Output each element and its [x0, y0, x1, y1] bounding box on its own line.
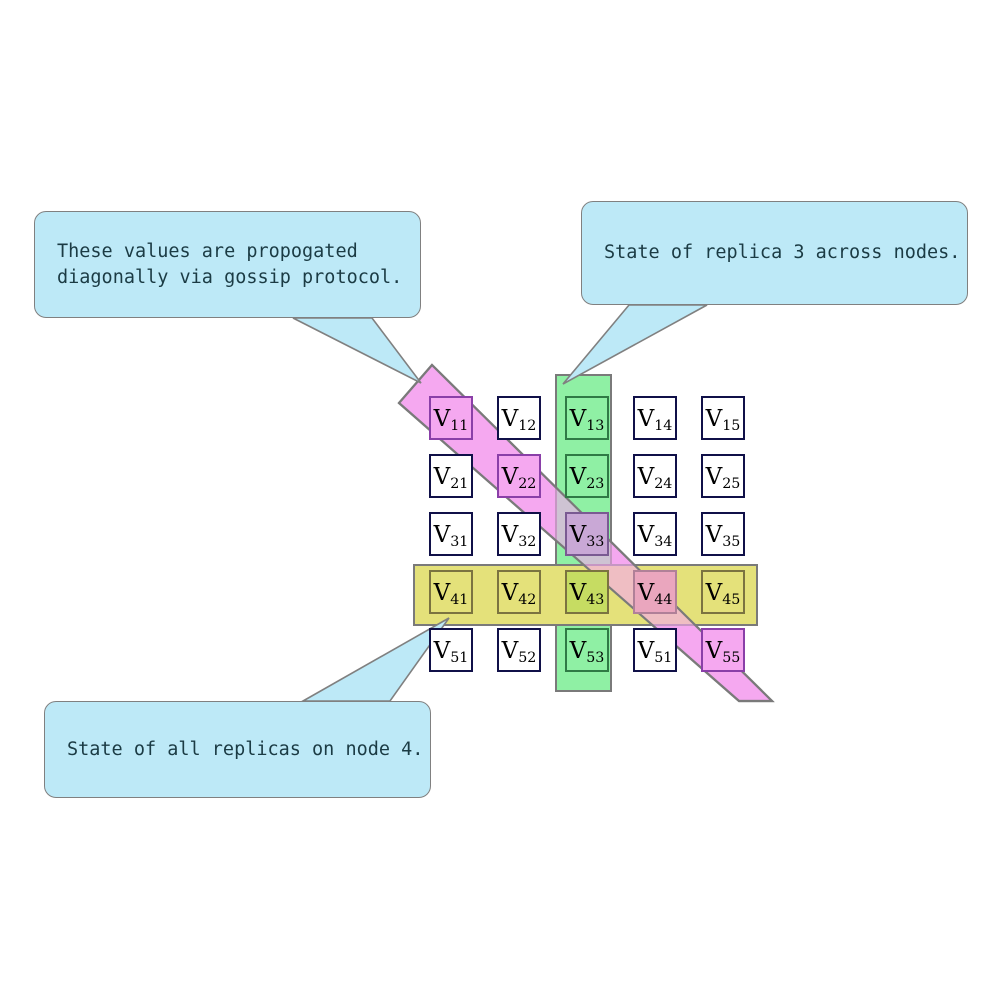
- grid-cell-subscript: 51: [654, 649, 673, 666]
- grid-cell-label: V51: [433, 637, 469, 666]
- grid-cell-subscript: 32: [518, 533, 537, 550]
- grid-cell-v32[interactable]: V32: [497, 512, 541, 556]
- grid-cell-v15[interactable]: V15: [701, 396, 745, 440]
- grid-cell-subscript: 43: [586, 591, 605, 608]
- grid-cell-label: V52: [501, 637, 537, 666]
- grid-cell-label: V55: [705, 637, 741, 666]
- grid-cell-label: V14: [637, 405, 673, 434]
- callout-gossip-protocol: These values are propogated diagonally v…: [34, 211, 421, 318]
- grid-cell-subscript: 42: [518, 591, 537, 608]
- grid-cell-subscript: 25: [722, 475, 741, 492]
- callout-node-4-text: State of all replicas on node 4.: [67, 738, 424, 760]
- grid-cell-label: V22: [501, 463, 537, 492]
- grid-cell-subscript: 45: [722, 591, 741, 608]
- grid-cell-subscript: 33: [586, 533, 605, 550]
- grid-cell-label: V35: [705, 521, 741, 550]
- grid-cell-v51[interactable]: V51: [633, 628, 677, 672]
- grid-cell-label: V13: [569, 405, 605, 434]
- grid-cell-label: V23: [569, 463, 605, 492]
- grid-cell-subscript: 52: [518, 649, 537, 666]
- grid-cell-v22[interactable]: V22: [497, 454, 541, 498]
- grid-cell-label: V42: [501, 579, 537, 608]
- grid-cell-v31[interactable]: V31: [429, 512, 473, 556]
- grid-cell-label: V24: [637, 463, 673, 492]
- grid-cell-v13[interactable]: V13: [565, 396, 609, 440]
- callout-replica3-tail: [562, 304, 708, 385]
- grid-cell-v25[interactable]: V25: [701, 454, 745, 498]
- grid-cell-subscript: 31: [450, 533, 469, 550]
- grid-cell-v42[interactable]: V42: [497, 570, 541, 614]
- grid-cell-v34[interactable]: V34: [633, 512, 677, 556]
- grid-cell-label: V31: [433, 521, 469, 550]
- callout-replica-3-text: State of replica 3 across nodes.: [604, 242, 961, 263]
- grid-cell-v21[interactable]: V21: [429, 454, 473, 498]
- grid-cell-subscript: 53: [586, 649, 605, 666]
- grid-cell-label: V44: [637, 579, 673, 608]
- grid-cell-label: V11: [433, 405, 469, 434]
- grid-cell-subscript: 12: [518, 417, 537, 434]
- grid-cell-subscript: 11: [450, 417, 469, 434]
- grid-cell-v52[interactable]: V52: [497, 628, 541, 672]
- grid-cell-label: V32: [501, 521, 537, 550]
- grid-cell-v12[interactable]: V12: [497, 396, 541, 440]
- grid-cell-v14[interactable]: V14: [633, 396, 677, 440]
- grid-cell-label: V41: [433, 579, 469, 608]
- grid-cell-v33[interactable]: V33: [565, 512, 609, 556]
- grid-cell-subscript: 22: [518, 475, 537, 492]
- grid-cell-v23[interactable]: V23: [565, 454, 609, 498]
- callout-gossip-tail: [292, 317, 422, 384]
- grid-cell-subscript: 21: [450, 475, 469, 492]
- grid-cell-v45[interactable]: V45: [701, 570, 745, 614]
- grid-cell-v44[interactable]: V44: [633, 570, 677, 614]
- grid-cell-v41[interactable]: V41: [429, 570, 473, 614]
- grid-cell-subscript: 35: [722, 533, 741, 550]
- grid-cell-v55[interactable]: V55: [701, 628, 745, 672]
- grid-cell-v43[interactable]: V43: [565, 570, 609, 614]
- grid-cell-subscript: 51: [450, 649, 469, 666]
- grid-cell-v53[interactable]: V53: [565, 628, 609, 672]
- grid-cell-label: V21: [433, 463, 469, 492]
- grid-cell-label: V12: [501, 405, 537, 434]
- grid-cell-v35[interactable]: V35: [701, 512, 745, 556]
- grid-cell-label: V45: [705, 579, 741, 608]
- callout-gossip-text: These values are propogated diagonally v…: [57, 240, 403, 288]
- grid-cell-label: V51: [637, 637, 673, 666]
- grid-cell-label: V43: [569, 579, 605, 608]
- grid-cell-label: V34: [637, 521, 673, 550]
- grid-cell-subscript: 44: [654, 591, 673, 608]
- grid-cell-subscript: 15: [722, 417, 741, 434]
- grid-cell-subscript: 55: [722, 649, 741, 666]
- callout-replica-3: State of replica 3 across nodes.: [581, 201, 968, 305]
- grid-cell-v51[interactable]: V51: [429, 628, 473, 672]
- grid-cell-v11[interactable]: V11: [429, 396, 473, 440]
- grid-cell-subscript: 41: [450, 591, 469, 608]
- grid-cell-subscript: 14: [654, 417, 673, 434]
- grid-cell-label: V15: [705, 405, 741, 434]
- grid-cell-subscript: 24: [654, 475, 673, 492]
- grid-cell-subscript: 13: [586, 417, 605, 434]
- grid-cell-subscript: 34: [654, 533, 673, 550]
- grid-cell-label: V33: [569, 521, 605, 550]
- callout-node4-tail: [299, 617, 450, 702]
- grid-cell-v24[interactable]: V24: [633, 454, 677, 498]
- grid-cell-subscript: 23: [586, 475, 605, 492]
- grid-cell-label: V25: [705, 463, 741, 492]
- callout-node-4: State of all replicas on node 4.: [44, 701, 431, 798]
- grid-cell-label: V53: [569, 637, 605, 666]
